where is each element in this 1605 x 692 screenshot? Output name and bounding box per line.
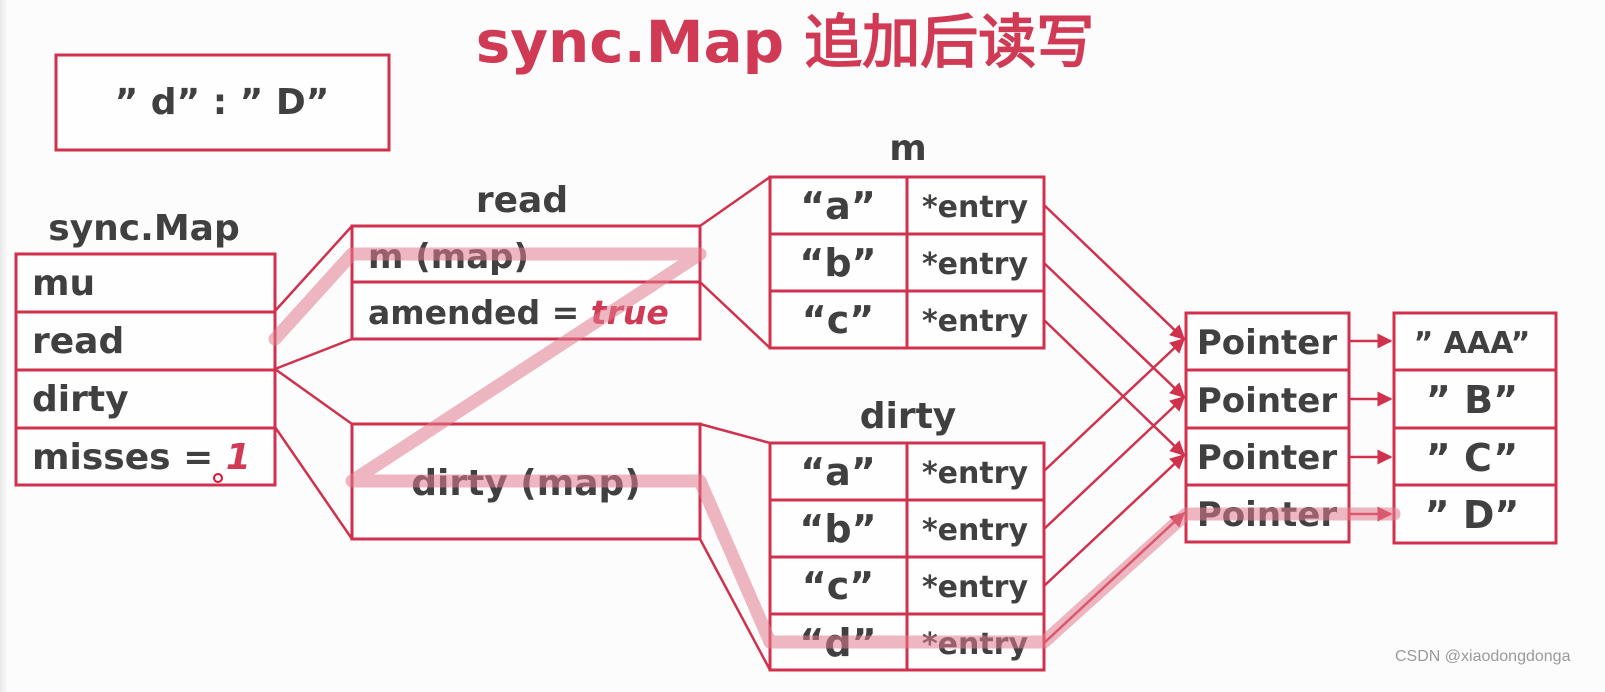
- field-dirty: dirty: [32, 379, 129, 420]
- watermark: CSDN @xiaodongdonga: [1395, 648, 1571, 665]
- syncmap-struct: mu read dirty misses = 1: [14, 252, 277, 487]
- m-entry-a: *entry: [922, 190, 1029, 225]
- m-key-b: “b”: [799, 241, 876, 285]
- page-title: sync.Map 追加后读写: [476, 8, 1095, 76]
- m-entry-c: *entry: [922, 304, 1029, 339]
- dirty-entry-b: *entry: [922, 513, 1029, 548]
- syncmap-label: sync.Map: [48, 208, 239, 249]
- m-key-a: “a”: [800, 184, 876, 228]
- field-misses: misses = 1: [32, 437, 251, 478]
- misses-value: 1: [226, 437, 251, 478]
- m-entry-b: *entry: [922, 247, 1029, 282]
- m-key-c: “c”: [802, 298, 874, 342]
- pointer-column: Pointer Pointer Pointer Pointer: [1184, 311, 1351, 544]
- read-label: read: [476, 180, 568, 221]
- dirty-key-c: “c”: [802, 564, 874, 608]
- dirty-map-table: “a” “b” “c” “d” *entry *entry *entry *en…: [768, 441, 1046, 672]
- pointer-2: Pointer: [1197, 381, 1337, 421]
- dirty-key-b: “b”: [799, 507, 876, 551]
- highlight-paths: [268, 247, 1401, 649]
- pointer-1: Pointer: [1197, 323, 1337, 363]
- value-d: ” D”: [1425, 493, 1520, 537]
- dirty-entry-c: *entry: [922, 570, 1029, 605]
- cursor-dot-icon: [213, 473, 223, 483]
- m-map-label: m: [889, 128, 927, 169]
- m-map-table: “a” “b” “c” *entry *entry *entry: [768, 175, 1046, 350]
- new-pair-box: ” d” : ” D”: [54, 53, 391, 152]
- dirty-key-a: “a”: [800, 450, 876, 494]
- left-edge-shadow: [0, 0, 8, 692]
- field-read: read: [32, 321, 124, 362]
- dirty-entry-a: *entry: [922, 456, 1029, 491]
- value-column: ” AAA” ” B” ” C” ” D”: [1392, 311, 1558, 545]
- value-aaa: ” AAA”: [1414, 326, 1531, 361]
- value-b: ” B”: [1426, 378, 1518, 422]
- value-c: ” C”: [1426, 436, 1518, 480]
- dirty-map-label: dirty: [860, 396, 957, 437]
- pointer-3: Pointer: [1197, 438, 1337, 478]
- field-mu: mu: [32, 263, 95, 304]
- new-pair-text: ” d” : ” D”: [115, 82, 330, 123]
- read-field-amended: amended = true: [368, 293, 669, 332]
